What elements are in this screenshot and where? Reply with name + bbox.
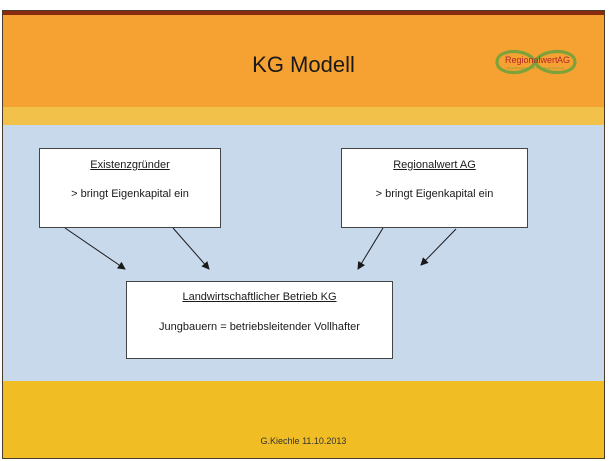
existenzgruender-box: Existenzgründer > bringt Eigenkapital ei… bbox=[39, 148, 221, 228]
betrieb-text: Jungbauern = betriebsleitender Vollhafte… bbox=[159, 321, 360, 333]
logo-tagline: Bürgeraktiengesellschaft für Regionale F… bbox=[507, 66, 565, 70]
footer-text: G.Kiechle 11.10.2013 bbox=[260, 436, 347, 446]
logo-text-suffix: AG bbox=[557, 55, 570, 65]
existenzgruender-heading: Existenzgründer bbox=[90, 159, 170, 171]
regionalwert-box: Regionalwert AG > bringt Eigenkapital ei… bbox=[341, 148, 528, 228]
title-stripe bbox=[3, 107, 604, 125]
betrieb-heading: Landwirtschaftlicher Betrieb KG bbox=[182, 291, 337, 303]
existenzgruender-text: > bringt Eigenkapital ein bbox=[71, 188, 189, 200]
slide-title: KG Modell bbox=[252, 52, 355, 77]
betrieb-box: Landwirtschaftlicher Betrieb KG Jungbaue… bbox=[126, 281, 393, 359]
regionalwert-logo-graphic: Regionalwert AG Bürgeraktiengesellschaft… bbox=[495, 49, 577, 75]
regionalwert-heading: Regionalwert AG bbox=[393, 159, 476, 171]
regionalwert-text: > bringt Eigenkapital ein bbox=[375, 188, 494, 200]
top-border bbox=[3, 11, 604, 15]
title-band: KG Modell Regionalwert AG Bürgeraktienge… bbox=[3, 15, 604, 107]
logo-text-main: Regionalwert bbox=[505, 55, 558, 65]
slide: KG Modell Regionalwert AG Bürgeraktienge… bbox=[2, 10, 605, 459]
regionalwert-logo: Regionalwert AG Bürgeraktiengesellschaft… bbox=[487, 42, 583, 82]
footer-band: G.Kiechle 11.10.2013 bbox=[3, 381, 604, 458]
